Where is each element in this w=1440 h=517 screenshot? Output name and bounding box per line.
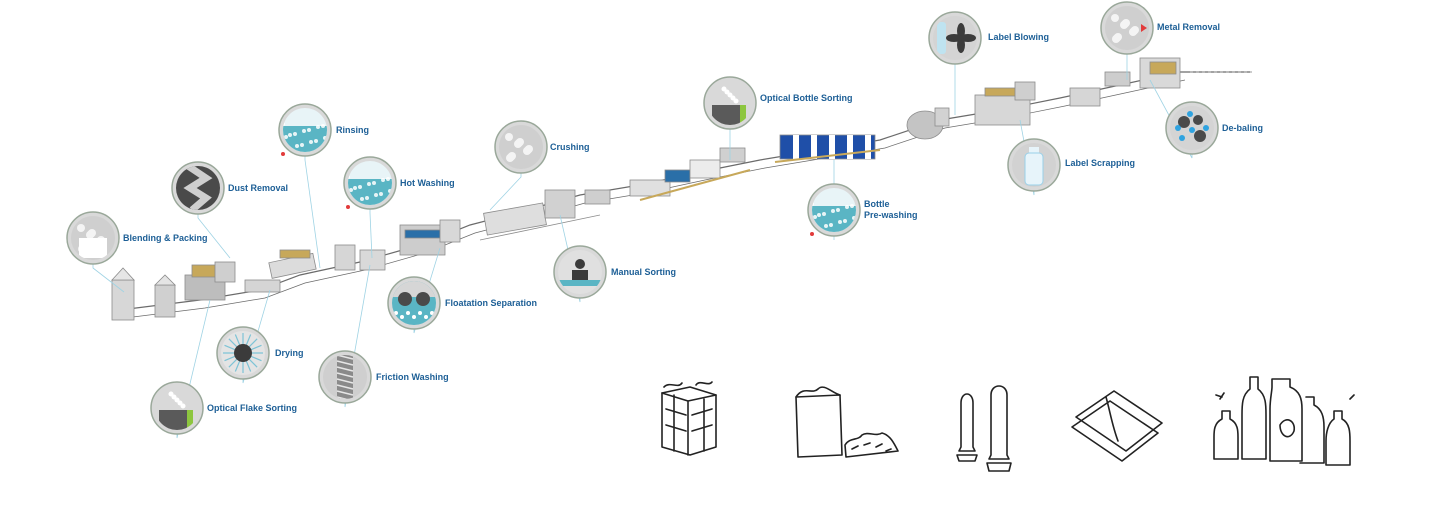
leader-line: [92, 264, 125, 293]
station-friction-washing: Friction Washing: [318, 264, 449, 408]
station-optical-flake-sorting: Optical Flake Sorting: [150, 299, 297, 439]
water-icon: [283, 108, 327, 152]
station-optical-bottle-sorting: Optical Bottle Sorting: [703, 76, 853, 160]
machine-sorting-section: [629, 147, 751, 201]
person-icon: [558, 250, 602, 294]
station-label: De-baling: [1222, 123, 1263, 133]
magnet-icon: [1105, 6, 1149, 50]
station-label: Blending & Packing: [123, 233, 208, 243]
station-label: Hot Washing: [400, 178, 455, 188]
station-hot-washing: Hot Washing: [343, 156, 455, 259]
fan-icon: [933, 16, 977, 60]
machine-label-section: [974, 81, 1036, 126]
station-label: Friction Washing: [376, 372, 449, 382]
station-manual-sorting: Manual Sorting: [553, 214, 676, 303]
preform-icon: [956, 385, 1012, 472]
station-dust-removal: Dust Removal: [171, 161, 288, 259]
station-label: Bottle: [864, 199, 890, 209]
end-products: [661, 376, 1355, 472]
station-label-line2: Pre-washing: [864, 210, 918, 220]
bottles-icon: [1213, 376, 1355, 466]
production-line: [111, 57, 1252, 321]
zigzag-icon: [176, 166, 220, 210]
screw-icon: [323, 355, 367, 399]
station-floatation-separation: Floatation Separation: [387, 247, 537, 334]
machine-washing-section: [334, 219, 461, 271]
flakes-icon: [499, 125, 543, 169]
station-label: Label Blowing: [988, 32, 1049, 42]
machine-prewash-drums: [774, 134, 881, 163]
station-label: Metal Removal: [1157, 22, 1220, 32]
bag-icon: [71, 216, 115, 260]
machine-crushing-section: [479, 189, 611, 241]
flakes-bag-icon: [795, 386, 899, 458]
machine-dryer-section: [244, 249, 317, 293]
station-label: Label Scrapping: [1065, 158, 1135, 168]
machine-debaling-section: [1069, 57, 1252, 107]
station-callouts: Blending & Packing Dust Removal RinsingHot…: [66, 1, 1263, 439]
bale-icon: [661, 381, 717, 456]
sorter-icon: [708, 81, 752, 125]
station-label: Crushing: [550, 142, 590, 152]
leader-line: [242, 289, 271, 384]
station-label: Optical Flake Sorting: [207, 403, 297, 413]
sorter-icon: [155, 386, 199, 430]
leader-line: [304, 156, 321, 269]
station-label: Drying: [275, 348, 304, 358]
float-icon: [392, 281, 436, 325]
leader-line: [369, 209, 373, 259]
station-blending-packing: Blending & Packing: [66, 211, 208, 293]
station-label: Floatation Separation: [445, 298, 537, 308]
dryer-icon: [221, 331, 265, 375]
leader-line: [344, 264, 371, 408]
station-label: Dust Removal: [228, 183, 288, 193]
leader-line: [176, 299, 211, 439]
leader-line: [197, 214, 231, 259]
station-label: Optical Bottle Sorting: [760, 93, 853, 103]
bottle-icon: [1012, 143, 1056, 187]
leader-line: [413, 247, 441, 334]
leader-line: [1149, 79, 1193, 159]
station-rinsing: Rinsing: [278, 103, 369, 269]
station-label-blowing: Label Blowing: [928, 11, 1049, 115]
water-icon: [348, 161, 392, 205]
machine-blending-silos: [111, 261, 236, 321]
station-metal-removal: Metal Removal: [1100, 1, 1220, 80]
station-de-baling: De-baling: [1149, 79, 1263, 159]
water-icon: [812, 188, 856, 232]
station-crushing: Crushing: [489, 120, 590, 211]
station-label-scrapping: Label Scrapping: [1007, 119, 1135, 196]
station-drying: Drying: [216, 289, 304, 384]
sheet-icon: [1071, 390, 1163, 462]
leader-line: [489, 173, 522, 211]
station-label: Rinsing: [336, 125, 369, 135]
machine-trommel: [906, 107, 950, 140]
bubbles-icon: [1170, 106, 1214, 150]
station-label: Manual Sorting: [611, 267, 676, 277]
leader-line: [559, 214, 581, 303]
